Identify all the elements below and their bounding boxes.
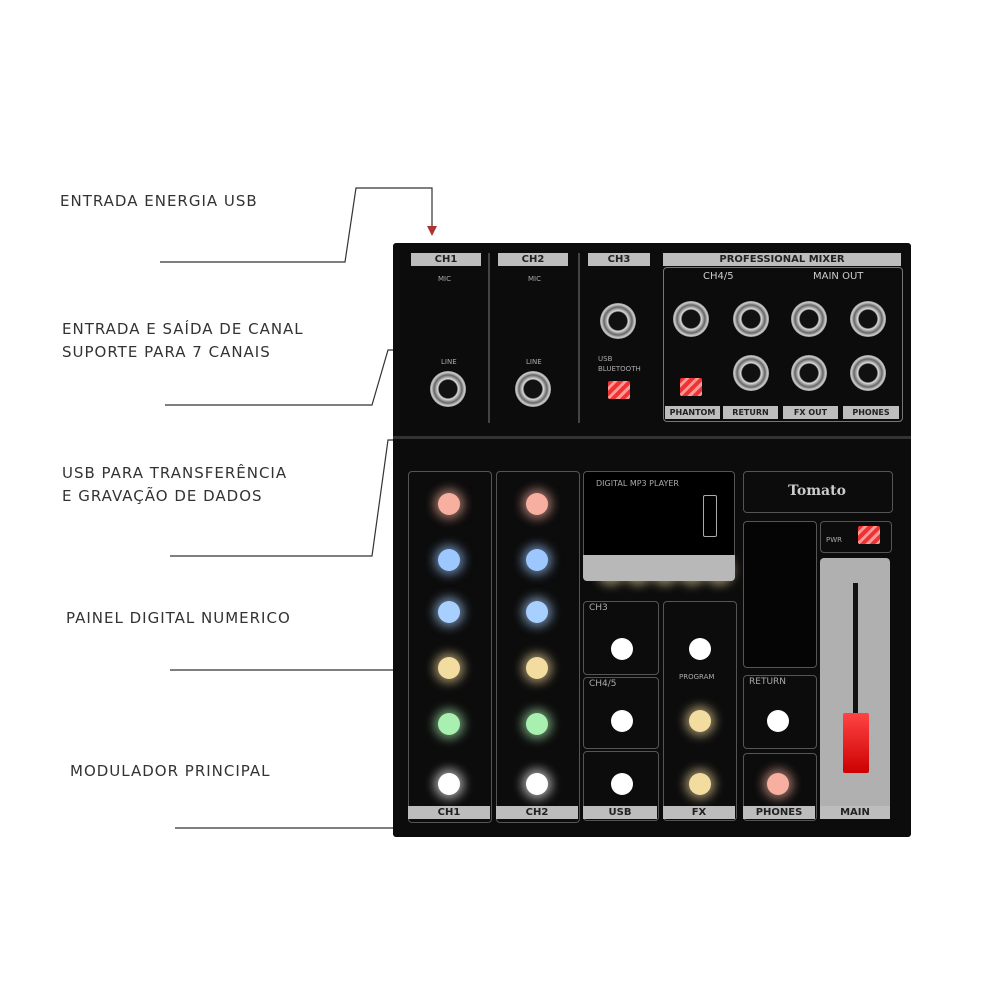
ch45-label: CH4/5 [703,271,734,282]
strip-label-ch2: CH2 [496,806,578,819]
phantom-switch[interactable] [680,378,702,396]
usb-level-knob[interactable] [611,773,633,795]
brand-name: Tomato [788,483,846,499]
strip-label-ch1: CH1 [408,806,490,819]
label-display: PAINEL DIGITAL NUMERICO [66,609,291,627]
ch45-level-knob[interactable] [611,710,633,732]
mic-label-1: MIC [438,275,451,283]
label-main: MODULADOR PRINCIPAL [70,762,271,780]
fx-program-knob[interactable] [689,638,711,660]
phantom-tag: PHANTOM [665,406,720,419]
pwr-label: PWR [826,536,843,544]
main-fader-handle[interactable] [843,713,869,773]
power-switch[interactable] [858,526,880,544]
ch2-knob[interactable] [526,657,548,679]
return-jack[interactable] [733,355,769,391]
ch3-section-label: CH3 [589,603,608,613]
audio-mixer: CH1 CH2 CH3 PROFESSIONAL MIXER MIC MIC L… [393,243,911,837]
fx-send-knob[interactable] [689,773,711,795]
ch1-knob[interactable] [438,713,460,735]
ch2-line-jack[interactable] [515,371,551,407]
ch2-knob[interactable] [526,601,548,623]
ch1-knob[interactable] [438,549,460,571]
ch2-knob[interactable] [526,773,548,795]
ch1-line-jack[interactable] [430,371,466,407]
main-out-label: MAIN OUT [813,271,864,282]
mic-label-2: MIC [528,275,541,283]
tag-ch1: CH1 [411,253,481,266]
line-label-1: LINE [441,358,457,366]
ch1-knob[interactable] [438,601,460,623]
mp3-buttons [583,555,735,581]
ch2-knob[interactable] [526,713,548,735]
ch2-strip [496,471,580,823]
phones-tag: PHONES [843,406,899,419]
line-label-2: LINE [526,358,542,366]
ch1-strip [408,471,492,823]
ch1-knob[interactable] [438,493,460,515]
ch3-input-jack[interactable] [600,303,636,339]
main-out-right-jack[interactable] [850,301,886,337]
ch5-jack[interactable] [733,301,769,337]
ch1-knob[interactable] [438,657,460,679]
phones-level-knob[interactable] [767,773,789,795]
tag-ch3: CH3 [588,253,650,266]
ch3-source-switch[interactable] [608,381,630,399]
program-label: PROGRAM [679,673,715,681]
fx-out-tag: FX OUT [783,406,838,419]
usb-select-label: USB [598,355,613,363]
strip-label-fx: FX [663,806,735,819]
fx-out-jack[interactable] [791,355,827,391]
label-io-1: ENTRADA E SAÍDA DE CANAL [62,320,304,338]
fx-level-knob[interactable] [689,710,711,732]
return-tag: RETURN [723,406,778,419]
tag-professional-mixer: PROFESSIONAL MIXER [663,253,901,266]
brand-display [743,471,893,513]
usb-port[interactable] [703,495,717,537]
tag-ch2: CH2 [498,253,568,266]
main-out-left-jack[interactable] [791,301,827,337]
ch2-knob[interactable] [526,493,548,515]
ch4-jack[interactable] [673,301,709,337]
return-section-label: RETURN [749,677,787,687]
strip-label-main: MAIN [820,806,890,819]
label-usb-2: E GRAVAÇÃO DE DADOS [62,487,263,505]
mp3-title: DIGITAL MP3 PLAYER [596,479,679,488]
ch2-knob[interactable] [526,549,548,571]
label-power-usb: ENTRADA ENERGIA USB [60,192,258,210]
led-meter [743,521,817,668]
ch45-section-label: CH4/5 [589,679,617,689]
strip-label-usb: USB [583,806,657,819]
strip-label-phones: PHONES [743,806,815,819]
phones-jack[interactable] [850,355,886,391]
ch1-knob[interactable] [438,773,460,795]
bluetooth-select-label: BLUETOOTH [598,365,641,373]
ch3-level-knob[interactable] [611,638,633,660]
label-io-2: SUPORTE PARA 7 CANAIS [62,343,271,361]
label-usb-1: USB PARA TRANSFERÊNCIA [62,464,288,482]
return-level-knob[interactable] [767,710,789,732]
